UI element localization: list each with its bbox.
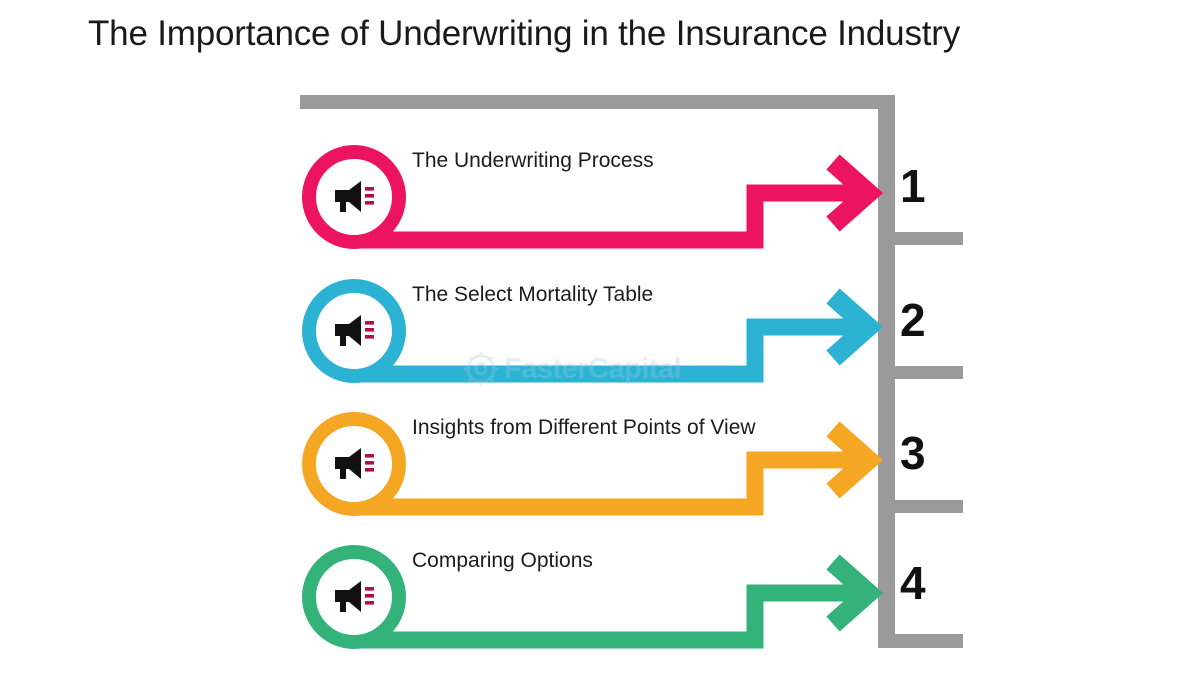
frame-divider-1 [878, 232, 963, 245]
step-arrow-2 [352, 288, 884, 383]
step-label-3: Insights from Different Points of View [412, 416, 756, 439]
process-step-3[interactable]: Insights from Different Points of View [0, 407, 1200, 527]
step-arrow-1 [352, 154, 884, 249]
step-number-3: 3 [900, 427, 926, 479]
frame-divider-3 [878, 500, 963, 513]
step-number-4: 4 [900, 557, 926, 609]
process-step-2[interactable]: The Select Mortality Table [0, 274, 1200, 394]
megaphone-icon [302, 412, 406, 516]
megaphone-icon [302, 279, 406, 383]
frame-bottom-foot [878, 634, 963, 648]
page-title: The Importance of Underwriting in the In… [88, 14, 961, 53]
process-step-1[interactable]: The Underwriting Process [0, 140, 1200, 260]
frame-divider-2 [878, 366, 963, 379]
step-label-2: The Select Mortality Table [412, 283, 654, 306]
frame-top-bar [300, 95, 878, 109]
step-number-1: 1 [900, 160, 926, 212]
step-number-2: 2 [900, 294, 926, 346]
step-label-1: The Underwriting Process [412, 149, 654, 172]
step-label-4: Comparing Options [412, 549, 593, 572]
step-arrow-3 [352, 421, 884, 516]
step-arrow-4 [352, 554, 884, 649]
megaphone-icon [302, 545, 406, 649]
process-step-4[interactable]: Comparing Options [0, 540, 1200, 660]
megaphone-icon [302, 145, 406, 249]
